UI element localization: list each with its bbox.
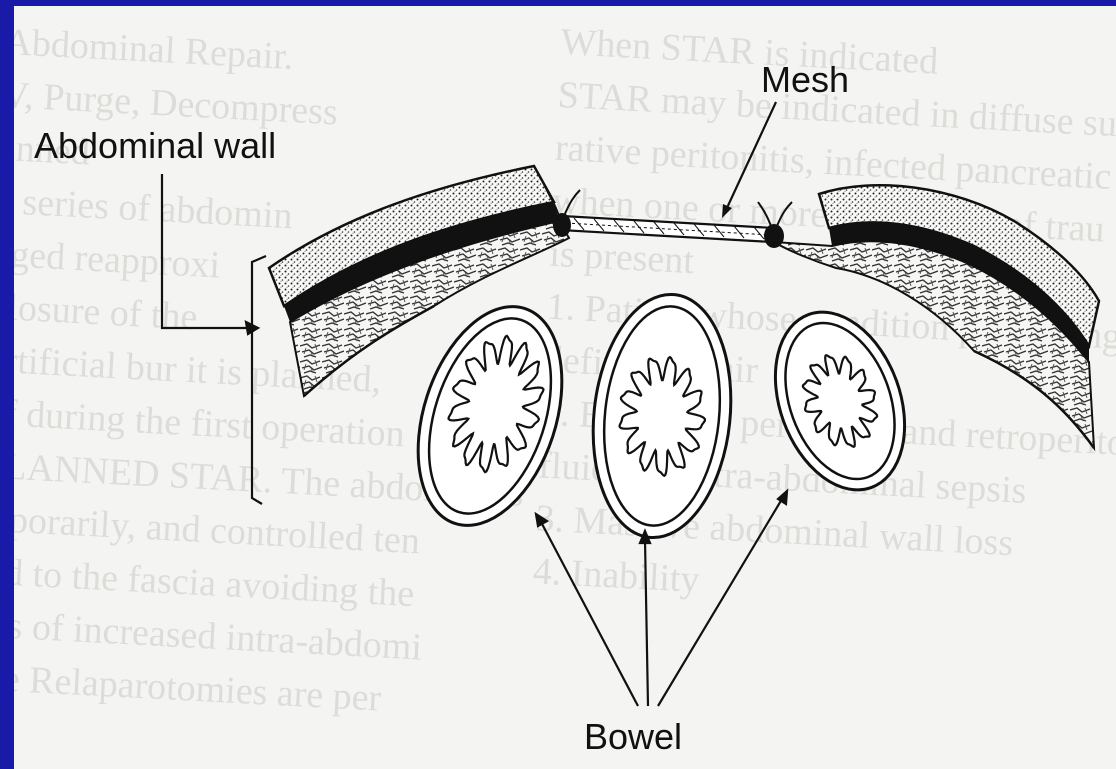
- bowel-loop-left: [392, 288, 587, 544]
- right-suture-knot: [764, 224, 784, 248]
- bowel-loop-right: [752, 294, 928, 508]
- bowel-loop-center: [582, 288, 743, 545]
- abdominal-wall-label: Abdominal wall: [34, 125, 276, 166]
- mesh-graft: [546, 188, 792, 248]
- left-suture-knot: [553, 213, 571, 237]
- bowel-label: Bowel: [584, 716, 682, 757]
- abdominal-wall-bracket: [162, 174, 266, 504]
- abdominal-wall-diagram: Abdominal wall Mesh Bowel: [14, 6, 1116, 769]
- mesh-label: Mesh: [761, 59, 849, 100]
- mesh-leader-line: [722, 102, 776, 218]
